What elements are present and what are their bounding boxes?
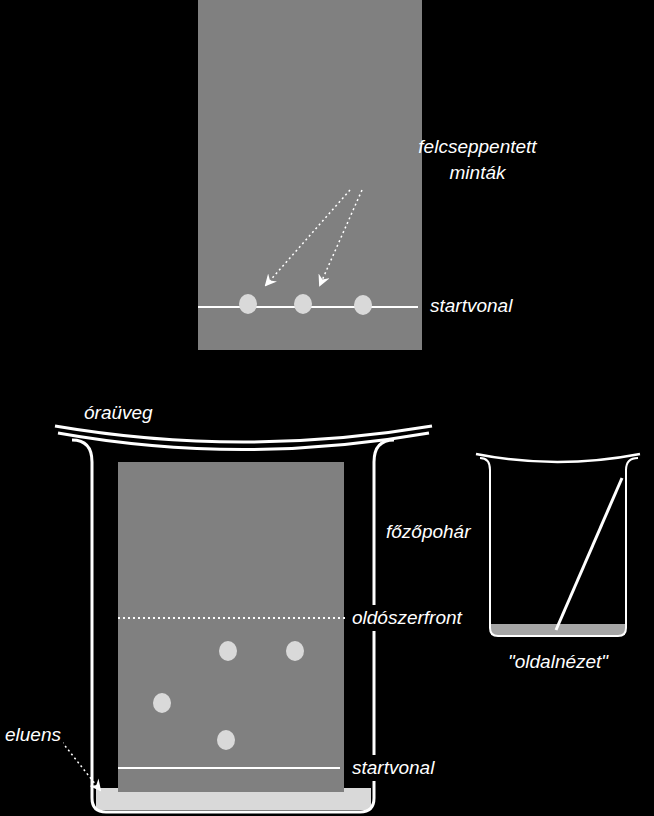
part-label: eluens — [3, 722, 63, 748]
sample-spot — [354, 295, 372, 315]
view-label: "oldalnézet" — [506, 649, 610, 675]
watch-glass — [476, 454, 640, 462]
sample-spot — [239, 294, 257, 314]
sample-spot — [219, 641, 237, 661]
solvent-front — [118, 617, 345, 619]
leader-arrow — [266, 190, 350, 285]
part-label: főzőpohár — [384, 519, 473, 545]
leader-arrow — [320, 190, 362, 285]
sample-spot — [294, 294, 312, 314]
start-line — [118, 767, 340, 769]
line-label: oldószerfront — [350, 605, 464, 631]
sample-spot — [153, 693, 171, 713]
beaker — [480, 458, 638, 636]
sample-spot — [217, 730, 235, 750]
line-label: startvonal — [350, 755, 436, 781]
leader-arrow — [62, 742, 100, 790]
line-label: startvonal — [428, 293, 514, 319]
tlc-plate — [198, 0, 422, 350]
watch-glass — [58, 433, 429, 450]
sample-spot — [286, 641, 304, 661]
tlc-plate — [118, 462, 344, 792]
beaker — [72, 440, 394, 812]
watch-glass — [55, 426, 432, 442]
tlc-plate — [556, 478, 622, 630]
part-label: óraüveg — [82, 400, 155, 426]
callout-label: felcseppentett minták — [408, 134, 547, 185]
